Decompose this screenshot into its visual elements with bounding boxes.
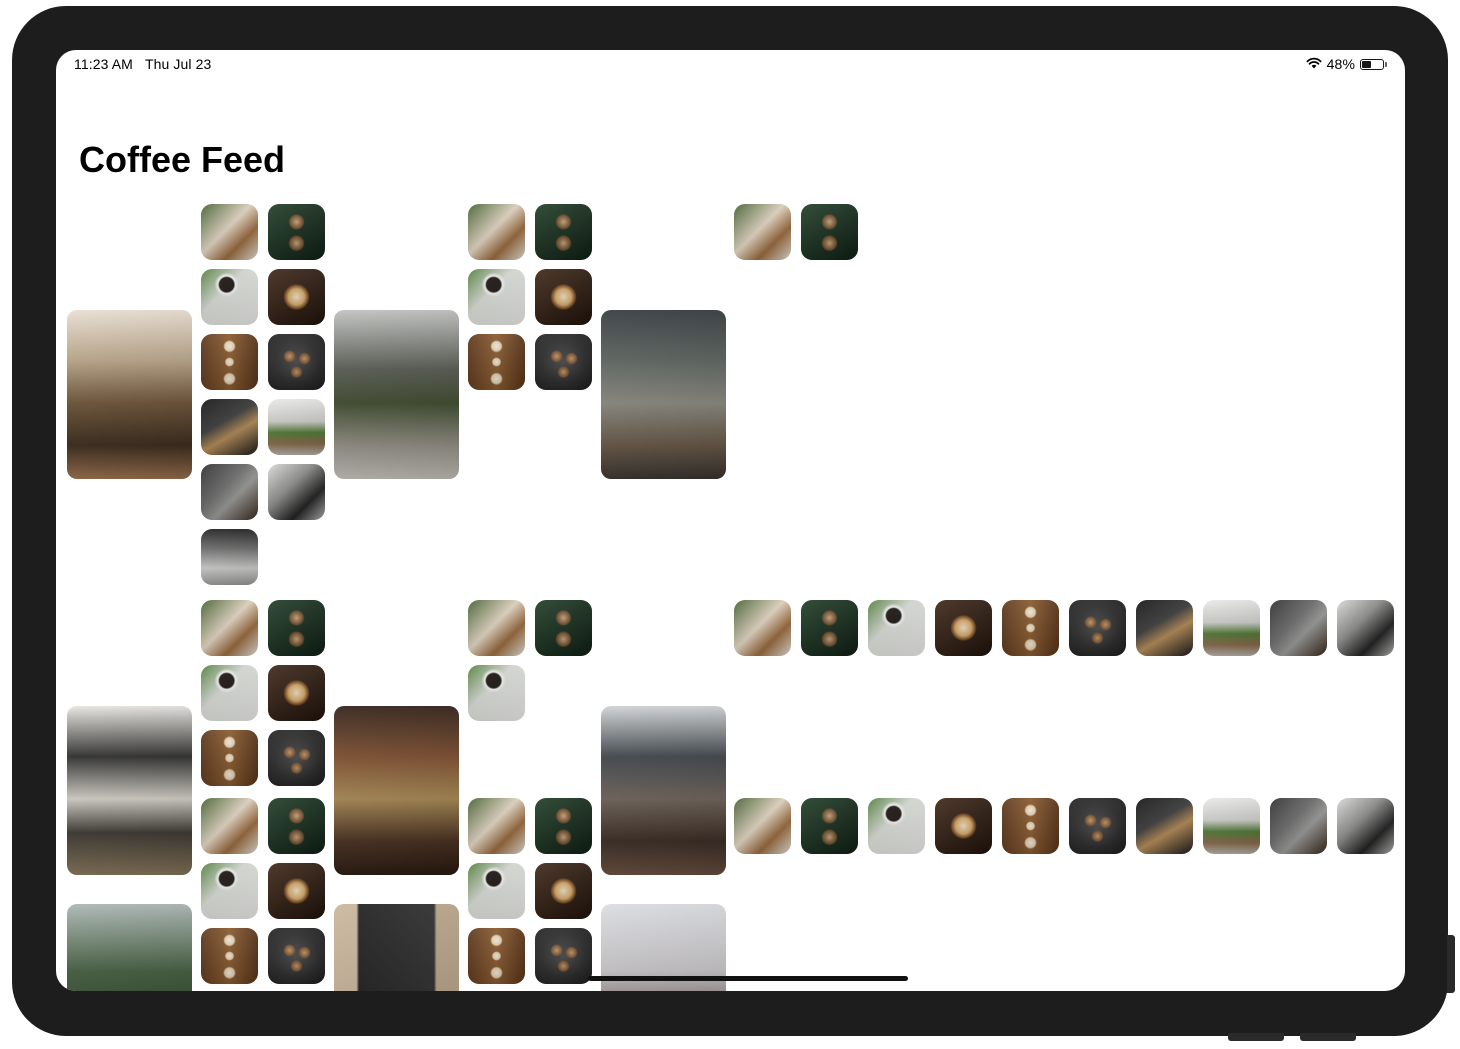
volume-button (1300, 1033, 1356, 1041)
thumbnail-latte-art-beans[interactable] (935, 798, 992, 854)
thumbnail-three-lattes-tray[interactable] (268, 928, 325, 984)
thumbnail-latte-art-beans[interactable] (268, 665, 325, 721)
thumbnail-coffee-cup-notebook[interactable] (868, 600, 925, 656)
thumbnail-three-lattes-tray[interactable] (535, 928, 592, 984)
thumbnail-three-lattes-tray[interactable] (1069, 798, 1126, 854)
thumbnail-coffee-cup-notebook[interactable] (468, 665, 525, 721)
photo-cafe-interior-plants[interactable] (334, 310, 459, 479)
thumbnail-kettle-pour[interactable] (1337, 600, 1394, 656)
thumbnail-latte-art-beans[interactable] (268, 269, 325, 325)
thumbnail-two-cappuccinos-dark[interactable] (801, 798, 858, 854)
thumbnail-latte-art-beans[interactable] (935, 600, 992, 656)
thumbnail-two-cappuccinos-dark[interactable] (535, 600, 592, 656)
thumbnail-latte-cups-plants[interactable] (201, 204, 258, 260)
thumbnail-cups-on-wood[interactable] (201, 334, 258, 390)
battery-level (1362, 60, 1371, 68)
thumbnail-glass-carafe[interactable] (201, 464, 258, 520)
thumbnail-pour-over-dark[interactable] (201, 399, 258, 455)
thumbnail-pour-over-dark[interactable] (1136, 798, 1193, 854)
thumbnail-latte-cups-plants[interactable] (468, 798, 525, 854)
thumbnail-latte-cups-plants[interactable] (201, 600, 258, 656)
thumbnail-coffee-cup-notebook[interactable] (468, 863, 525, 919)
thumbnail-glass-carafe[interactable] (1270, 600, 1327, 656)
thumbnail-latte-cups-plants[interactable] (734, 798, 791, 854)
thumbnail-cups-on-wood[interactable] (201, 928, 258, 984)
thumbnail-latte-cups-plants[interactable] (468, 204, 525, 260)
thumbnail-plant-coffee-counter[interactable] (1203, 600, 1260, 656)
status-time: 11:23 AM (74, 56, 133, 72)
side-button (1447, 935, 1455, 993)
thumbnail-three-lattes-tray[interactable] (268, 334, 325, 390)
photo-white-counter-cafe[interactable] (67, 706, 192, 875)
thumbnail-coffee-cup-notebook[interactable] (201, 665, 258, 721)
page-title: Coffee Feed (79, 139, 286, 180)
photo-loft-cafe-windows[interactable] (601, 706, 726, 875)
battery-cap (1385, 61, 1387, 67)
volume-button (1228, 1033, 1284, 1041)
thumbnail-latte-art-beans[interactable] (535, 863, 592, 919)
app-screen: 11:23 AM Thu Jul 23 48% Coffee Feed (56, 50, 1405, 991)
thumbnail-coffee-cup-notebook[interactable] (468, 269, 525, 325)
thumbnail-two-cappuccinos-dark[interactable] (268, 600, 325, 656)
photo-bakery-display[interactable] (334, 706, 459, 875)
thumbnail-cups-on-wood[interactable] (201, 730, 258, 786)
thumbnail-cups-on-wood[interactable] (1002, 798, 1059, 854)
thumbnail-latte-art-beans[interactable] (268, 863, 325, 919)
thumbnail-coffee-cup-notebook[interactable] (201, 863, 258, 919)
thumbnail-glass-carafe[interactable] (1270, 798, 1327, 854)
coffee-feed-grid (56, 50, 1405, 991)
thumbnail-kettle-pour[interactable] (268, 464, 325, 520)
thumbnail-latte-cups-plants[interactable] (468, 600, 525, 656)
thumbnail-three-lattes-tray[interactable] (1069, 600, 1126, 656)
thumbnail-cups-on-wood[interactable] (1002, 600, 1059, 656)
thumbnail-coffee-cup-notebook[interactable] (868, 798, 925, 854)
battery-icon (1360, 58, 1384, 70)
thumbnail-latte-cups-plants[interactable] (734, 600, 791, 656)
thumbnail-latte-art-beans[interactable] (535, 269, 592, 325)
thumbnail-two-cappuccinos-dark[interactable] (535, 798, 592, 854)
thumbnail-latte-cups-plants[interactable] (734, 204, 791, 260)
thumbnail-latte-cups-plants[interactable] (201, 798, 258, 854)
wifi-icon (1306, 56, 1322, 72)
status-indicators: 48% (1306, 56, 1387, 72)
thumbnail-two-cappuccinos-dark[interactable] (801, 204, 858, 260)
thumbnail-two-cappuccinos-dark[interactable] (535, 204, 592, 260)
thumbnail-coffee-cup-notebook[interactable] (201, 269, 258, 325)
thumbnail-three-lattes-tray[interactable] (268, 730, 325, 786)
thumbnail-two-cappuccinos-dark[interactable] (268, 798, 325, 854)
thumbnail-plant-coffee-counter[interactable] (1203, 798, 1260, 854)
thumbnail-pour-over-dark[interactable] (1136, 600, 1193, 656)
photo-street-cafe-terrace[interactable] (67, 310, 192, 479)
status-date: Thu Jul 23 (145, 56, 212, 72)
battery-percent: 48% (1326, 56, 1355, 72)
photo-menu-board-cafe[interactable] (334, 904, 459, 991)
photo-industrial-cafe-wood[interactable] (601, 310, 726, 479)
thumbnail-coffee-machine[interactable] (201, 529, 258, 585)
thumbnail-two-cappuccinos-dark[interactable] (268, 204, 325, 260)
thumbnail-cups-on-wood[interactable] (468, 334, 525, 390)
thumbnail-plant-coffee-counter[interactable] (268, 399, 325, 455)
thumbnail-cups-on-wood[interactable] (468, 928, 525, 984)
thumbnail-kettle-pour[interactable] (1337, 798, 1394, 854)
home-indicator[interactable] (588, 976, 908, 981)
thumbnail-two-cappuccinos-dark[interactable] (801, 600, 858, 656)
thumbnail-three-lattes-tray[interactable] (535, 334, 592, 390)
photo-greenhouse-cafe[interactable] (67, 904, 192, 991)
